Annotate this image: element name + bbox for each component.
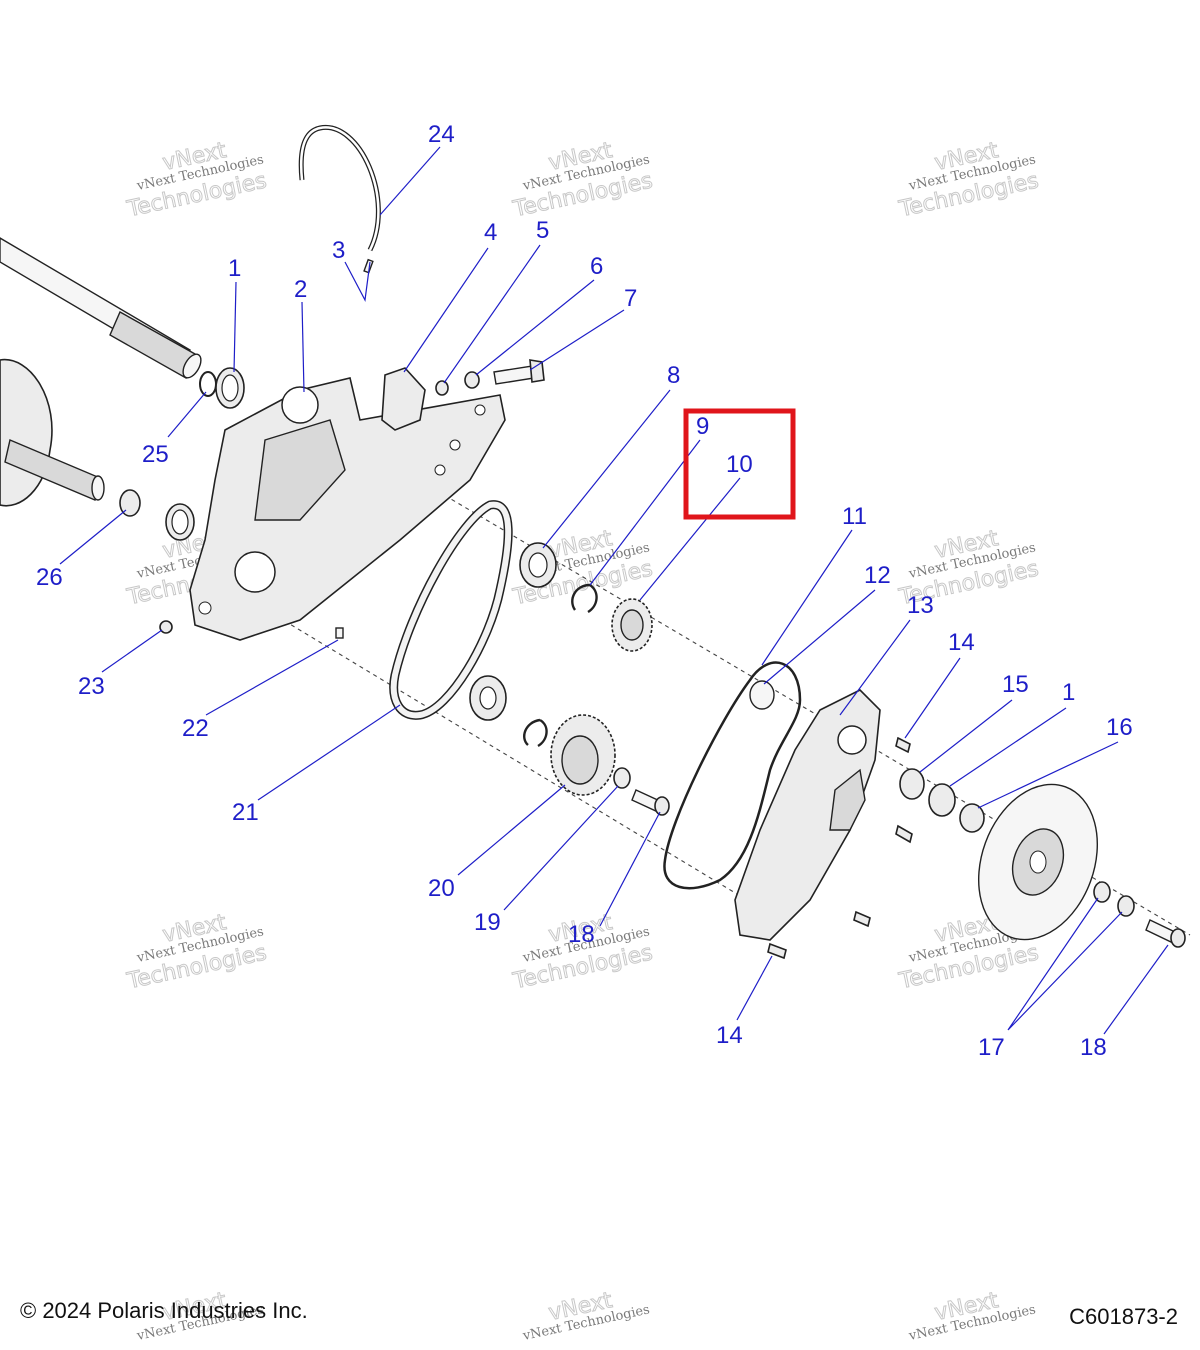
highlight-box bbox=[683, 408, 796, 520]
callout-12[interactable]: 12 bbox=[864, 562, 891, 589]
callout-9[interactable]: 9 bbox=[696, 413, 709, 440]
callout-18[interactable]: 18 bbox=[568, 921, 595, 948]
callout-25[interactable]: 25 bbox=[142, 441, 169, 468]
part-23-nut bbox=[159, 620, 173, 634]
part-brake-disc bbox=[977, 783, 1099, 941]
callout-17[interactable]: 17 bbox=[978, 1034, 1005, 1061]
part-1-seal-inner bbox=[221, 374, 239, 402]
part-11-gasket bbox=[663, 661, 802, 890]
callout-6[interactable]: 6 bbox=[590, 253, 603, 280]
callout-3[interactable]: 3 bbox=[332, 237, 345, 264]
callout-11[interactable]: 11 bbox=[842, 503, 867, 530]
callout-1[interactable]: 1 bbox=[228, 255, 241, 282]
callout-26[interactable]: 26 bbox=[36, 564, 63, 591]
part-19-washer bbox=[613, 767, 631, 789]
callout-14[interactable]: 14 bbox=[948, 629, 975, 656]
part-seal-lower-inner bbox=[171, 509, 189, 535]
part-5-washer bbox=[435, 380, 449, 396]
part-7-bolt bbox=[493, 365, 535, 385]
part-1-seal-right bbox=[928, 783, 956, 817]
drawing-id: C601873-2 bbox=[1069, 1304, 1178, 1329]
part-18-bolt-right-head bbox=[1170, 928, 1186, 948]
part-8-bearing bbox=[519, 542, 557, 588]
callout-23[interactable]: 23 bbox=[78, 673, 105, 700]
callout-10[interactable]: 10 bbox=[726, 451, 753, 478]
part-9-snap-ring bbox=[571, 583, 598, 614]
part-14-bolt-lower bbox=[853, 910, 871, 928]
part-axle-shaft bbox=[0, 237, 202, 380]
part-2-gearcase-housing bbox=[189, 377, 506, 641]
part-drive-hub bbox=[0, 358, 105, 507]
part-12-washer bbox=[749, 680, 775, 710]
part-7-bolt-head bbox=[529, 359, 545, 383]
part-21-belt bbox=[389, 500, 513, 720]
part-4-tensioner bbox=[381, 367, 426, 431]
watermark: vNext vNext Technologies Technologies bbox=[510, 910, 655, 995]
part-13-cover bbox=[734, 689, 881, 941]
watermark: vNext vNext Technologies Technologies bbox=[896, 138, 1041, 223]
callout-24[interactable]: 24 bbox=[428, 121, 455, 148]
callout-21[interactable]: 21 bbox=[232, 799, 259, 826]
callout-1-right[interactable]: 1 bbox=[1062, 679, 1075, 706]
part-25-o-ring bbox=[199, 371, 217, 397]
part-18-bolt-head bbox=[654, 796, 670, 816]
callout-18-right[interactable]: 18 bbox=[1080, 1034, 1107, 1061]
part-14-bolt-bottom bbox=[767, 942, 787, 960]
part-24-wire bbox=[298, 125, 381, 252]
callout-8[interactable]: 8 bbox=[667, 362, 680, 389]
callout-labels: 24 3 1 2 4 5 6 7 8 9 10 11 12 13 14 15 1… bbox=[36, 121, 1133, 1061]
part-26-bearing bbox=[119, 489, 141, 517]
watermark: vNext vNext Technologies Technologies bbox=[124, 138, 269, 223]
part-20-gear bbox=[550, 714, 616, 796]
callout-4[interactable]: 4 bbox=[484, 219, 497, 246]
part-lower-snap-ring bbox=[523, 718, 548, 748]
watermark: vNext vNext Technologies Technologies bbox=[124, 910, 269, 995]
part-14-bolt-mid bbox=[895, 824, 913, 844]
part-17-washer-b bbox=[1117, 895, 1135, 917]
callout-13[interactable]: 13 bbox=[907, 592, 934, 619]
part-lower-bearing-inner bbox=[479, 686, 497, 710]
callout-5[interactable]: 5 bbox=[536, 217, 549, 244]
part-17-washer-a bbox=[1093, 881, 1111, 903]
callout-7[interactable]: 7 bbox=[624, 285, 637, 312]
part-14-bolt-upper bbox=[895, 736, 911, 754]
callout-14-lower[interactable]: 14 bbox=[716, 1022, 743, 1049]
copyright-text: © 2024 Polaris Industries Inc. bbox=[20, 1298, 308, 1323]
callout-2[interactable]: 2 bbox=[294, 276, 307, 303]
part-10-gear bbox=[611, 598, 653, 652]
part-22-dowel bbox=[335, 627, 344, 639]
watermark: vNext vNext Technologies bbox=[907, 1288, 1037, 1345]
callout-20[interactable]: 20 bbox=[428, 875, 455, 902]
assembly-axes bbox=[249, 409, 1191, 936]
part-16-spacer bbox=[959, 803, 985, 833]
part-24-wire-inner bbox=[299, 126, 380, 251]
callout-15[interactable]: 15 bbox=[1002, 671, 1029, 698]
leader-lines bbox=[59, 146, 1169, 1035]
watermark: vNext vNext Technologies bbox=[521, 1288, 651, 1345]
callout-22[interactable]: 22 bbox=[182, 715, 209, 742]
parts bbox=[0, 125, 1186, 960]
part-3-pin bbox=[363, 258, 374, 274]
callout-19[interactable]: 19 bbox=[474, 909, 501, 936]
watermark: vNext vNext Technologies Technologies bbox=[510, 138, 655, 223]
part-6-nut bbox=[464, 371, 480, 389]
part-15-bearing bbox=[899, 768, 925, 800]
callout-16[interactable]: 16 bbox=[1106, 714, 1133, 741]
